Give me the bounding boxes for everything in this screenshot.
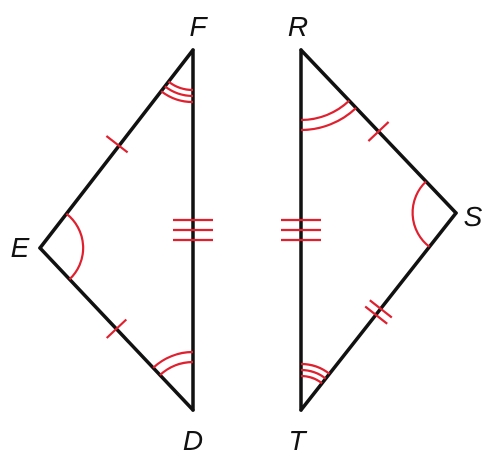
vertex-label-r: R <box>288 11 308 42</box>
triangle-efd: F E D <box>11 11 213 456</box>
angle-arc-e <box>65 212 85 281</box>
vertex-label-d: D <box>183 425 203 456</box>
double-angle-arc-d <box>152 350 194 376</box>
triple-angle-arc-t <box>300 362 331 385</box>
triple-tick-mark-rt <box>281 218 321 242</box>
double-angle-arc-r <box>300 99 357 132</box>
tick-mark-ed <box>105 318 128 339</box>
vertex-label-e: E <box>11 232 30 263</box>
angle-arc-s <box>411 180 431 248</box>
vertex-label-t: T <box>288 425 307 456</box>
side-st <box>299 211 458 412</box>
triple-tick-mark-fd <box>173 218 213 242</box>
vertex-label-s: S <box>464 201 483 232</box>
side-ef <box>38 48 195 250</box>
triple-angle-arc-f <box>160 80 194 104</box>
triangle-rst: R S T <box>281 11 483 456</box>
tick-mark-rs <box>367 121 390 142</box>
vertex-label-f: F <box>189 11 208 42</box>
tick-mark-ef <box>105 135 129 154</box>
double-tick-mark-st <box>364 299 393 325</box>
